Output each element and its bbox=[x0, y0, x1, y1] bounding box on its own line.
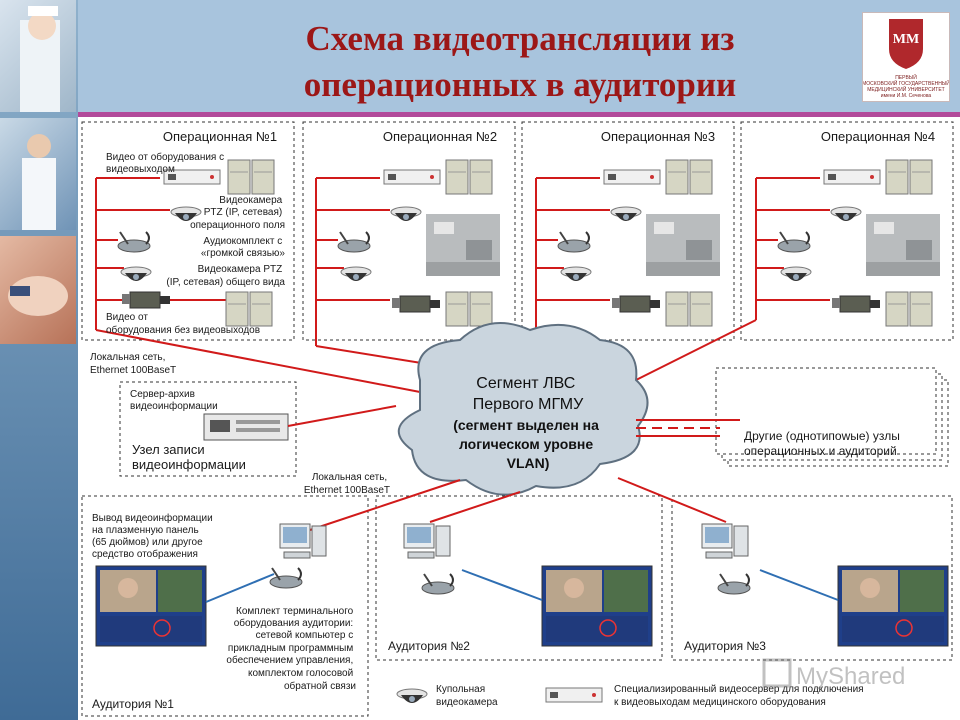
aud1-label-kit: Комплект терминального оборудования ауди… bbox=[226, 606, 356, 692]
or1-label-camera-field: Видеокамера PTZ (IP, сетевая) операционн… bbox=[190, 195, 285, 231]
doctor-photo-3 bbox=[0, 236, 76, 344]
svg-text:МЕДИЦИНСКИЙ УНИВЕРСИТЕТ: МЕДИЦИНСКИЙ УНИВЕРСИТЕТ bbox=[867, 85, 944, 93]
svg-text:(сегмент выделен на логиче: (сегмент выделен на логическом уровне VL… bbox=[453, 417, 603, 471]
lan-label-bottom: Локальная сеть, Ethernet 100BaseT bbox=[304, 472, 390, 496]
header-band bbox=[78, 0, 960, 116]
operating-room-2-title: Операционная №2 bbox=[383, 129, 497, 144]
page-title: Схема видеотрансляции из операционных в … bbox=[240, 16, 800, 108]
other-nodes-box bbox=[715, 367, 937, 455]
university-logo: ММ ПЕРВЫЙ МОСКОВСКИЙ ГОСУДАРСТВЕННЫЙ МЕД… bbox=[862, 12, 950, 102]
auditorium-3-box bbox=[671, 495, 953, 661]
header-accent-line bbox=[78, 112, 960, 117]
or1-label-no-video-out: Видео от оборудования без видеовыходов bbox=[106, 312, 260, 336]
lan-label-top: Локальная сеть, Ethernet 100BaseT bbox=[90, 352, 176, 376]
cloud-text: Сегмент ЛВС Первого МГМУ bbox=[473, 375, 584, 413]
auditorium-3-title: Аудитория №3 bbox=[684, 639, 766, 653]
auditorium-1-title: Аудитория №1 bbox=[92, 697, 174, 711]
aud1-blue-link bbox=[205, 573, 275, 603]
operating-room-2-box bbox=[302, 121, 516, 341]
svg-text:МОСКОВСКИЙ ГОСУДАРСТВЕННЫЙ: МОСКОВСКИЙ ГОСУДАРСТВЕННЫЙ bbox=[863, 79, 949, 87]
operating-room-4-box bbox=[740, 121, 954, 341]
auditorium-2-box bbox=[375, 495, 663, 661]
auditorium-1-box bbox=[81, 495, 369, 717]
doctor-photo-1 bbox=[0, 0, 76, 112]
other-nodes-link bbox=[636, 419, 740, 437]
logo-shield-icon bbox=[889, 19, 923, 69]
or1-label-video-out: Видео от оборудования с видеовыходом bbox=[106, 151, 227, 175]
operating-room-1-title: Операционная №1 bbox=[163, 129, 277, 144]
svg-text:ПЕРВЫЙ: ПЕРВЫЙ bbox=[895, 73, 917, 81]
auditorium-red-links bbox=[309, 477, 727, 531]
watermark: MyShared bbox=[762, 658, 905, 690]
server-link bbox=[287, 405, 397, 427]
left-photo-strip bbox=[0, 0, 78, 720]
operating-room-1-box bbox=[81, 121, 295, 341]
or1-red-bus bbox=[95, 177, 421, 393]
operating-room-4-title: Операционная №4 bbox=[821, 129, 935, 144]
svg-text:ММ: ММ bbox=[893, 32, 919, 47]
legend-dome-label: Купольная видеокамера bbox=[436, 684, 498, 708]
recording-node-label: Узел записи видеоинформации bbox=[132, 442, 246, 472]
title-line-2: операционных в аудитории bbox=[303, 65, 737, 104]
operating-room-3-title: Операционная №3 bbox=[601, 129, 715, 144]
lan-cloud bbox=[397, 322, 649, 496]
operating-room-3-box bbox=[521, 121, 735, 341]
auditorium-2-title: Аудитория №2 bbox=[388, 639, 470, 653]
archive-server-icon bbox=[203, 413, 289, 441]
server-archive-label: Сервер-архив видеоинформации bbox=[130, 389, 218, 412]
watermark-logo-icon bbox=[762, 658, 792, 688]
doctor-photo-2 bbox=[0, 118, 76, 230]
aud3-blue-link bbox=[759, 569, 839, 601]
svg-text:имени И.М. Сеченова: имени И.М. Сеченова bbox=[881, 93, 932, 99]
svg-text:MyShared: MyShared bbox=[796, 663, 905, 690]
server-archive-box bbox=[119, 381, 297, 477]
aud2-blue-link bbox=[461, 569, 543, 601]
or1-label-audio: Аудиокомплект с «громкой связью» bbox=[201, 236, 286, 259]
or-red-buses bbox=[315, 177, 830, 381]
title-line-1: Схема видеотрансляции из bbox=[305, 19, 735, 58]
legend-server-label: Специализированный видеосервер для подкл… bbox=[614, 684, 866, 708]
aud1-label-output: Вывод видеоинформации на плазменную пане… bbox=[92, 512, 215, 560]
other-nodes-label: Другие (однотипowые) узлы операционных и… bbox=[744, 429, 903, 458]
or1-label-camera-overview: Видеокамера PTZ (IP, сетевая) общего вид… bbox=[166, 264, 285, 288]
